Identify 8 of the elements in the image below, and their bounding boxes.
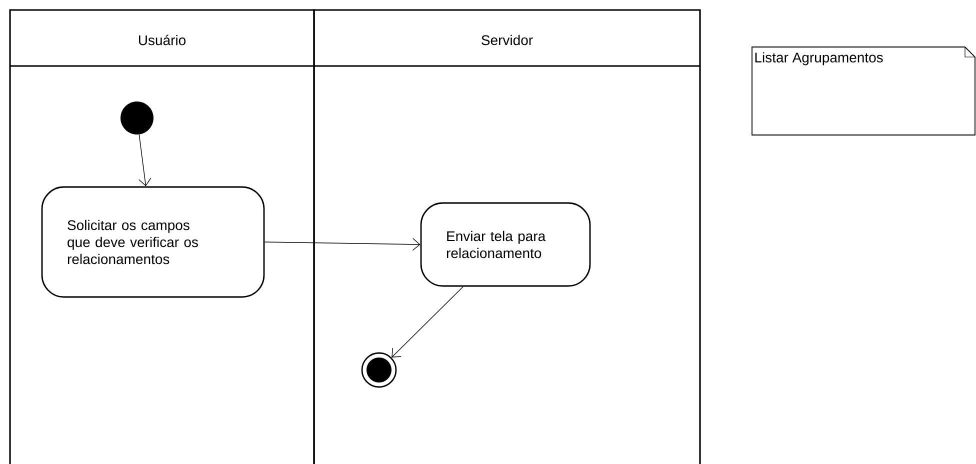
note-box: Listar Agrupamentos xyxy=(752,46,976,136)
arrow xyxy=(138,134,152,186)
action-box: Enviar tela para relacionamento xyxy=(420,202,591,287)
end-dot xyxy=(361,352,397,388)
arrow xyxy=(392,286,464,358)
action-box: Solicitar os campos que deve verificar os relacionamentos xyxy=(41,186,265,298)
arrow xyxy=(264,238,420,251)
start-dot xyxy=(120,102,154,134)
